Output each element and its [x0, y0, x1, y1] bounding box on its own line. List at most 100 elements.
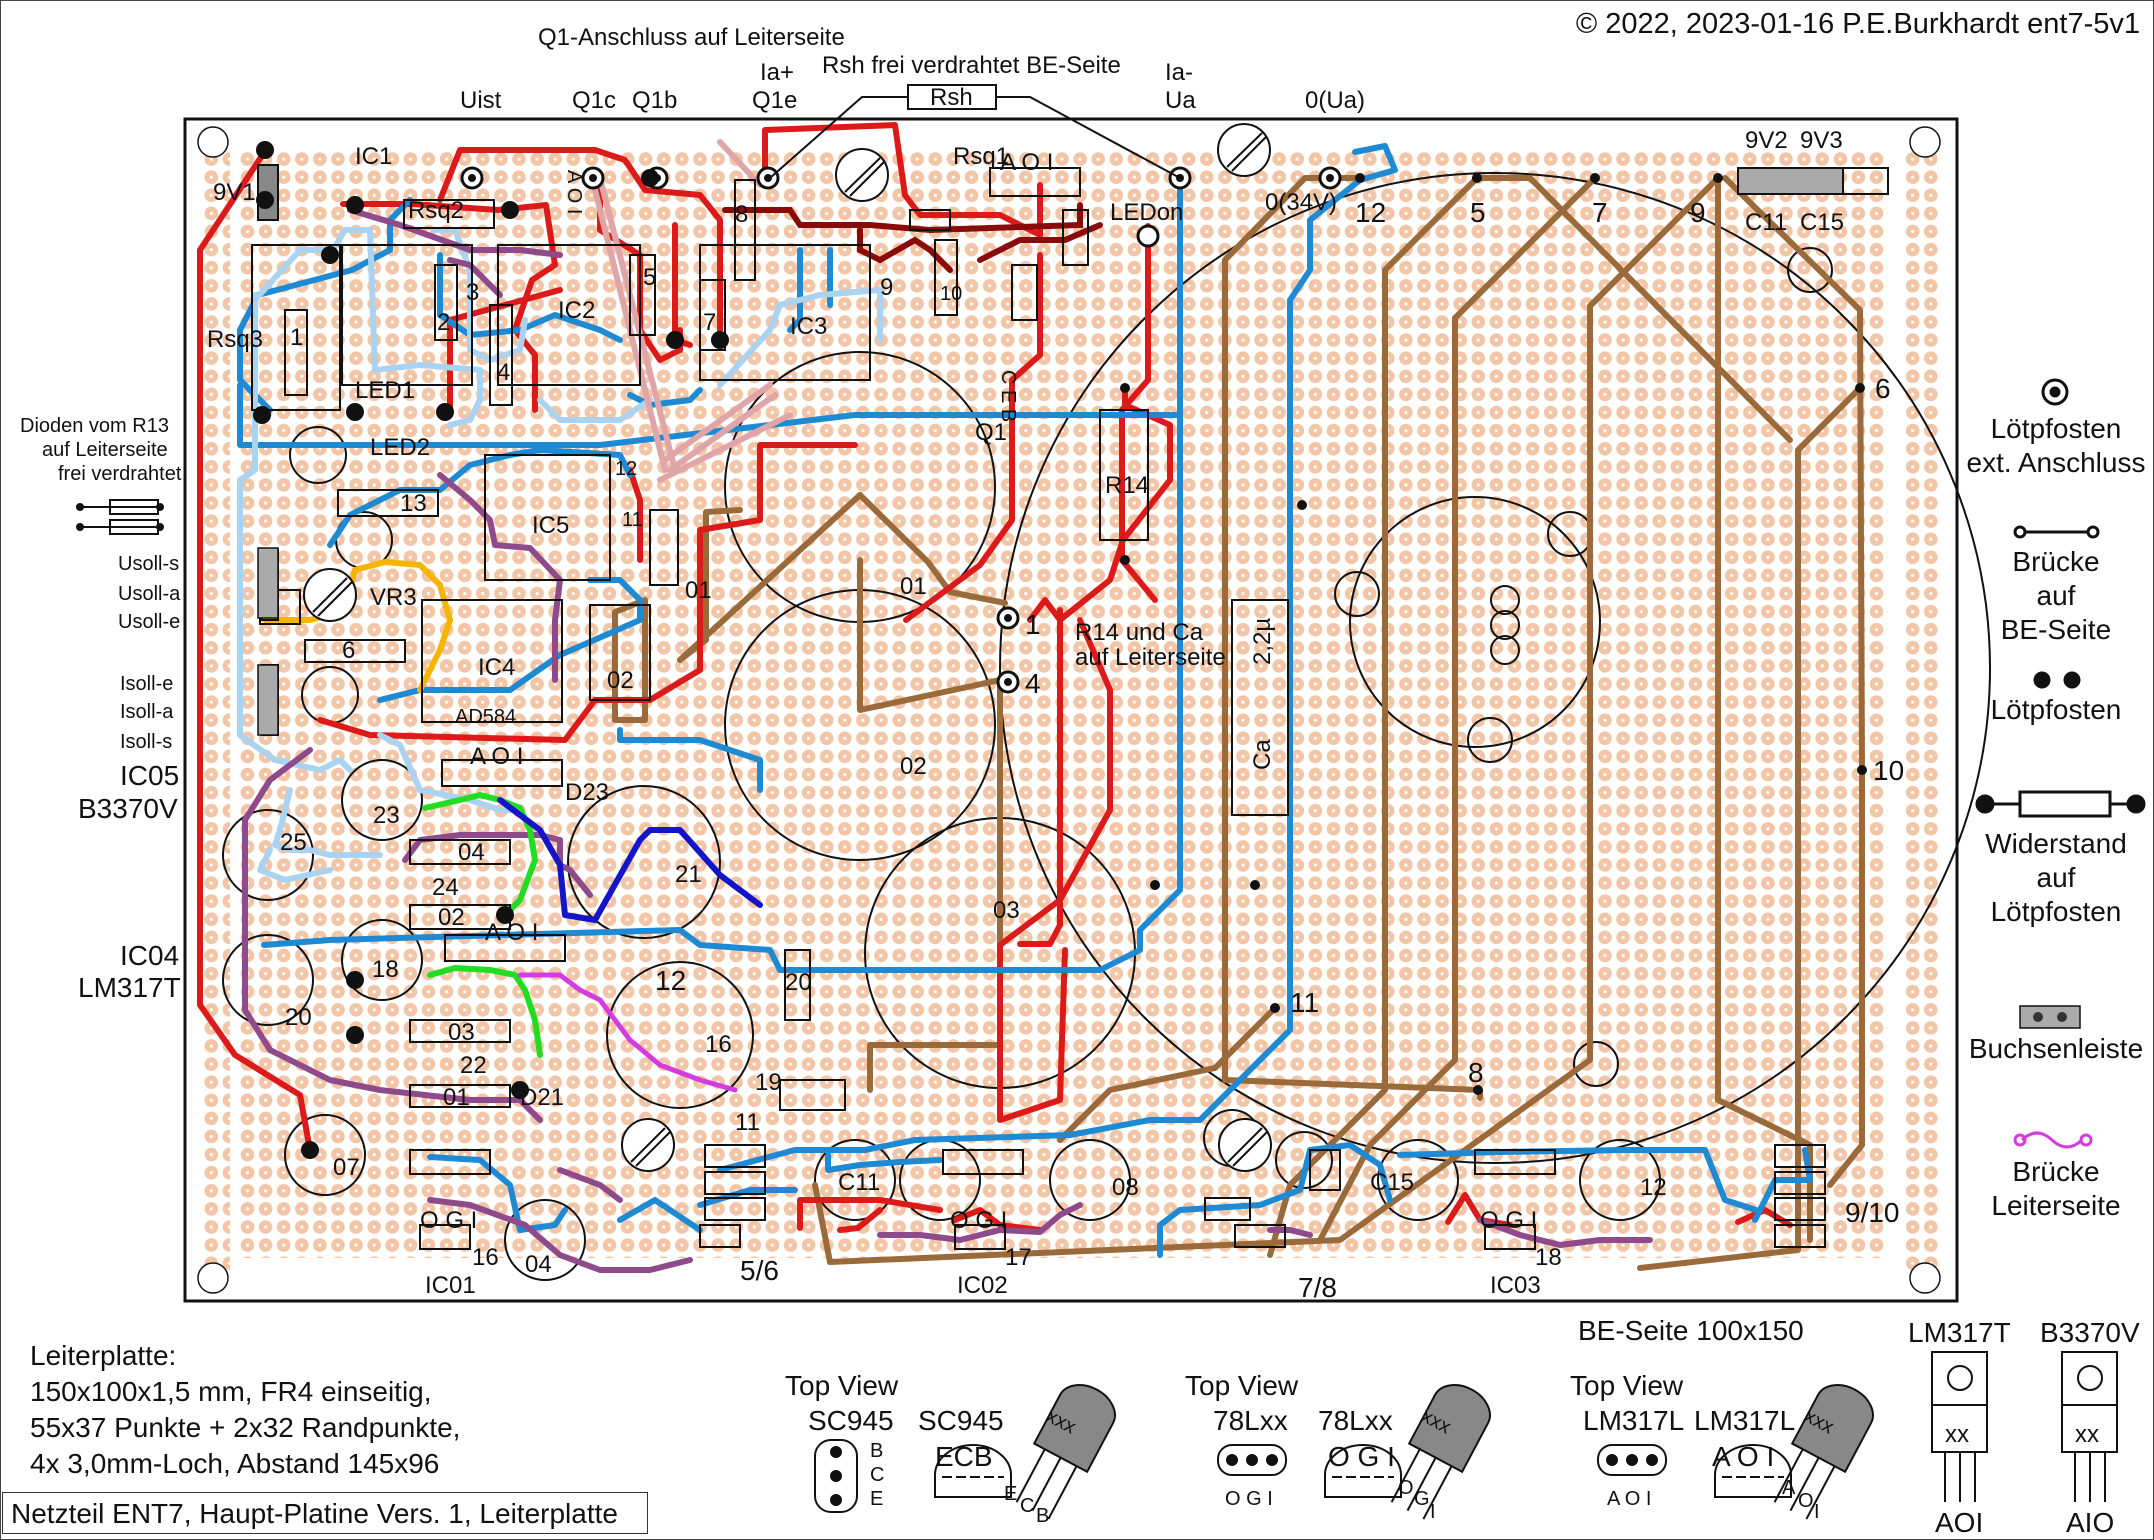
legend-buchsenleiste: Buchsenleiste — [1956, 1032, 2154, 1066]
conn-9-10: 9/10 — [1845, 1197, 1900, 1228]
component-outlines — [251, 164, 1889, 1250]
legend-bruecke-be: Brücke auf BE-Seite — [1966, 545, 2146, 647]
isoll-e-label: Isoll-e — [120, 673, 173, 695]
cap16-label: 16 — [705, 1031, 732, 1058]
screw-heads — [303, 123, 1272, 1172]
r02-label: 02 — [438, 904, 465, 931]
rsh-wire-2 — [996, 96, 1181, 179]
traces-navy — [497, 797, 763, 923]
traces-brown — [612, 175, 1865, 1271]
board-spec-line: 150x100x1,5 mm, FR4 einseitig, — [30, 1376, 432, 1407]
l78-3d-i: I — [1430, 1501, 1436, 1523]
ceb-vertical: C E B — [997, 370, 1019, 422]
rsh-wire — [769, 96, 908, 179]
lm317l-3d-a: A — [1782, 1477, 1796, 1499]
lm317t-label: LM317T — [1908, 1317, 2011, 1348]
solder-posts — [253, 141, 1867, 1159]
legend-text: Brücke — [2012, 1156, 2100, 1187]
r2-label: 2 — [437, 309, 450, 336]
l78-3d-g: G — [1414, 1488, 1430, 1510]
ic05-side-label: IC05 — [120, 760, 179, 791]
dioden-note-1: Dioden vom R13 — [20, 415, 169, 437]
conn-9: 9 — [1690, 197, 1706, 228]
lm317t-xx: xx — [1945, 1421, 1969, 1448]
ic1-label: IC1 — [355, 143, 392, 170]
9v3-label: 9V3 — [1800, 127, 1843, 154]
aoi-rsq1: A O I — [1000, 149, 1053, 176]
legend-text: auf — [2036, 862, 2076, 893]
l78-top-view: Top View — [1185, 1370, 1299, 1401]
usoll-s-label: Usoll-s — [118, 553, 179, 575]
trace-magenta — [517, 972, 738, 1093]
r11b-label: 11 — [622, 509, 643, 531]
sc945-3d-c: C — [1020, 1495, 1034, 1517]
c11-top-label: C11 — [1745, 209, 1787, 236]
aoi-ic05: A O I — [470, 743, 523, 770]
legend-text: Leiterseite — [1991, 1190, 2121, 1221]
b3370v-xx: xx — [2075, 1421, 2099, 1448]
l78-3d-o: O — [1398, 1477, 1414, 1499]
sc945-pin-e: E — [870, 1488, 883, 1510]
isoll-s-label: Isoll-s — [120, 731, 172, 753]
aoi-vertical: A O I — [563, 170, 585, 214]
lm317l-3d-i: I — [1814, 1501, 1820, 1523]
legend-bruecke-leiterseite: Brücke Leiterseite — [1966, 1155, 2146, 1223]
cap23-label: 23 — [373, 802, 400, 829]
ic02-label: IC02 — [957, 1272, 1008, 1299]
be-side-label: BE-Seite 100x150 — [1578, 1315, 1804, 1346]
legend-text: Lötpfosten — [1990, 694, 2122, 725]
9v2-label: 9V2 — [1745, 127, 1788, 154]
traces-pink — [589, 139, 793, 483]
cap25-label: 25 — [280, 829, 307, 856]
c15-label: C15 — [1370, 1169, 1414, 1196]
ic03-label: IC03 — [1490, 1272, 1541, 1299]
ua-label: Ua — [1165, 87, 1196, 114]
b3370v-pins: AIO — [2066, 1507, 2114, 1538]
conn-12-b: 12 — [655, 965, 686, 996]
l78-label-1: 78Lxx — [1213, 1405, 1288, 1436]
rsq2-label: Rsq2 — [408, 197, 464, 224]
lm317l-3d-o: O — [1798, 1490, 1814, 1512]
traces-purple — [242, 207, 1653, 1273]
legend-text: Brücke — [2012, 546, 2100, 577]
dioden-note-3: frei verdrahtet — [58, 463, 182, 485]
caption: Netzteil ENT7, Haupt-Platine Vers. 1, Le… — [2, 1492, 648, 1534]
d19-label: 19 — [755, 1069, 782, 1096]
usoll-a-label: Usoll-a — [118, 583, 181, 605]
ogi-ic02: O G I — [950, 1207, 1007, 1234]
legend-text: Buchsenleiste — [1968, 1033, 2144, 1064]
sc945-ecb: ECB — [935, 1441, 993, 1472]
heatsink-holes — [1334, 247, 1833, 1087]
r04-label: 04 — [458, 839, 485, 866]
legend-text: Lötpfosten — [1990, 413, 2122, 444]
r11-label: 11 — [735, 1109, 760, 1136]
zero-34v: 0(34V) — [1265, 189, 1337, 216]
rsq1-label: Rsq1 — [953, 143, 1009, 170]
heatsink-inner — [1349, 496, 1601, 748]
ic5-label: IC5 — [532, 512, 569, 539]
lm317l-top-view: Top View — [1570, 1370, 1684, 1401]
lm317t-side-label: LM317T — [78, 972, 181, 1003]
usoll-e-label: Usoll-e — [118, 611, 180, 633]
c11-label: C11 — [838, 1169, 880, 1196]
cap07-label: 07 — [333, 1154, 360, 1181]
cap-value: 2,2µ — [1249, 618, 1276, 665]
r6-label: 6 — [342, 637, 355, 664]
q1-anschluss-note: Q1-Anschluss auf Leiterseite — [538, 24, 845, 51]
cap21-label: 21 — [675, 861, 702, 888]
legend-text: Widerstand — [1985, 828, 2127, 859]
legend-text: Lötpfosten — [1990, 896, 2122, 927]
lm317l-aoi: A O I — [1712, 1441, 1774, 1472]
uist-label: Uist — [460, 87, 502, 114]
sc945-label-2: SC945 — [918, 1405, 1004, 1436]
traces-darkred — [722, 202, 1103, 273]
cap04-label: 04 — [525, 1251, 552, 1278]
lm317t-pins: AOI — [1935, 1507, 1983, 1538]
connector-headers — [257, 547, 279, 736]
d02-label: 02 — [607, 667, 634, 694]
copyright: © 2022, 2023-01-16 P.E.Burkhardt ent7-5v… — [1575, 8, 2140, 40]
q1b-label: Q1b — [632, 87, 677, 114]
conn-8: 8 — [1468, 1057, 1484, 1088]
conn-4: 4 — [1025, 668, 1041, 699]
conn-1: 1 — [1025, 609, 1041, 640]
